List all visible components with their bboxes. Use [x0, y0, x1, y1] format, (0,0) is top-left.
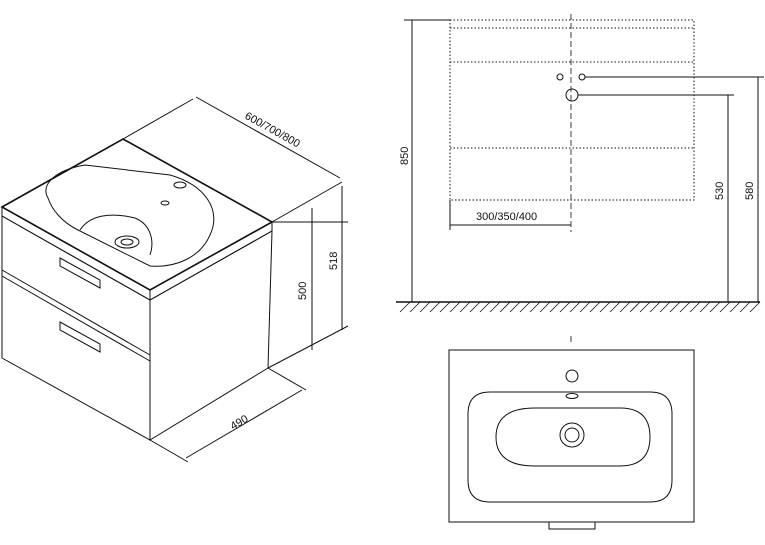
basin-top-outline	[448, 349, 695, 523]
floor-hatching	[399, 301, 761, 313]
drawer-edge-plan	[548, 521, 596, 530]
cabinet-side	[149, 230, 273, 441]
dim-line-width	[195, 96, 341, 179]
water-inlet-left	[556, 73, 564, 81]
drawer-divider	[1, 269, 151, 356]
cabinet-front	[1, 215, 151, 441]
overflow-hole	[160, 200, 170, 206]
countertop-top-face	[0, 138, 274, 291]
waste-outlet	[565, 88, 579, 102]
cabinet-outline-dotted	[449, 19, 695, 201]
basin-bowl-plan	[467, 391, 673, 503]
dim-490-label: 490	[229, 413, 251, 433]
drawer-handle-bottom	[59, 321, 101, 353]
basin-drain	[114, 235, 140, 249]
basin-bowl	[45, 164, 215, 267]
dim-line-490	[185, 389, 303, 459]
dim-580-label: 580	[744, 182, 756, 200]
isometric-view: 600/700/800 518 500 490	[0, 96, 349, 463]
dim-530-label: 530	[714, 182, 726, 200]
basin-inner-plan	[495, 407, 651, 467]
water-inlet-right	[578, 73, 586, 81]
dim-500-label: 500	[297, 282, 309, 300]
dim-518-label: 518	[328, 252, 340, 270]
dim-850-label: 850	[399, 147, 411, 165]
tap-hole-plan	[565, 369, 579, 383]
drawer-handle-top	[59, 257, 101, 289]
top-plan-view	[448, 336, 695, 530]
dim-offset-label: 300/350/400	[476, 211, 537, 223]
drain-plan	[559, 422, 585, 448]
tap-hole	[173, 181, 187, 189]
front-elevation-view: 850 530 580 300/350/400	[396, 14, 764, 313]
countertop-front-edge	[1, 206, 151, 301]
basin-inner-curve	[79, 214, 153, 256]
overflow-plan	[565, 393, 579, 399]
dim-width-label: 600/700/800	[243, 110, 302, 150]
